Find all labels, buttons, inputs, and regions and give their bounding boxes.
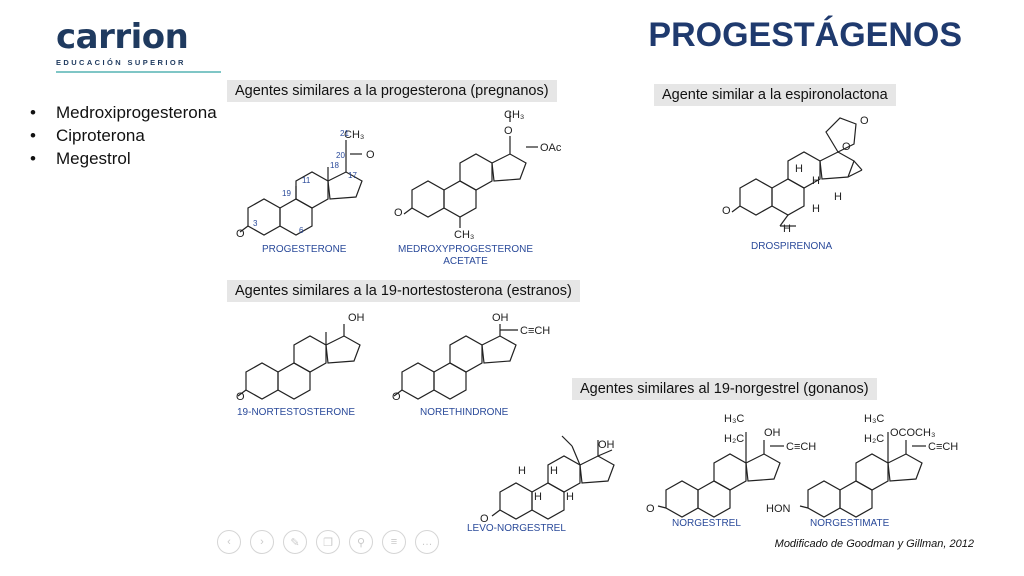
norgestrel-structure: [657, 432, 784, 518]
label-medroxy-line2: ACETATE: [443, 256, 488, 267]
atom-label: H₃C: [864, 413, 884, 425]
slide-title: PROGESTÁGENOS: [648, 16, 962, 54]
label-nortestosterone: 19-NORTESTOSTERONE: [237, 407, 355, 418]
atom-label: O: [722, 205, 731, 217]
bullet-item: Megestrol: [30, 147, 217, 170]
label-drospirenona: DROSPIRENONA: [751, 241, 833, 252]
medroxyprogesterone-structure: [403, 112, 538, 228]
logo-wordmark: carrion: [56, 17, 189, 57]
atom-number: 20: [336, 151, 345, 160]
atom-label: OH: [598, 439, 615, 451]
atom-label: O: [366, 149, 375, 161]
prev-icon[interactable]: ‹: [217, 530, 241, 554]
norethindrone-structure: [393, 324, 518, 400]
carrion-logo: carrion EDUCACIÓN SUPERIOR: [56, 17, 189, 67]
atom-label: H: [566, 491, 574, 503]
atom-number: 11: [302, 176, 311, 185]
atom-label: O: [394, 207, 403, 219]
atom-label: CH₃: [344, 129, 364, 141]
logo-subtitle: EDUCACIÓN SUPERIOR: [56, 58, 186, 67]
atom-label: OAc: [540, 142, 562, 154]
atom-number: 3: [253, 219, 258, 228]
section-header-gonanos: Agentes similares al 19-norgestrel (gona…: [572, 378, 877, 400]
zoom-icon[interactable]: ⚲: [349, 530, 373, 554]
atom-label: H: [812, 175, 820, 187]
atom-label: H: [550, 465, 558, 477]
norgestimate-structure: [799, 432, 926, 518]
presentation-toolbar: ‹ › ✎ ❐ ⚲ ≡ …: [217, 530, 439, 554]
section-header-espironolactona: Agente similar a la espironolactona: [654, 84, 896, 106]
label-medroxyprogesterone: MEDROXYPROGESTERONE ACETATE: [398, 244, 533, 268]
bullet-item: Ciproterona: [30, 124, 217, 147]
atom-label: O: [392, 391, 401, 403]
copy-icon[interactable]: ❐: [316, 530, 340, 554]
next-icon[interactable]: ›: [250, 530, 274, 554]
levonorgestrel-structure: [491, 435, 615, 520]
atom-number: 6: [299, 226, 304, 235]
atom-label: C≡CH: [786, 441, 816, 453]
atom-label: O: [842, 141, 851, 153]
bullet-list: Medroxiprogesterona Ciproterona Megestro…: [30, 101, 217, 170]
label-progesterone: PROGESTERONE: [262, 244, 347, 255]
atom-label: H: [534, 491, 542, 503]
atom-label: O: [504, 125, 513, 137]
atom-label: H: [812, 203, 820, 215]
label-norgestimate: NORGESTIMATE: [810, 518, 890, 529]
label-medroxy-line1: MEDROXYPROGESTERONE: [398, 244, 534, 255]
atom-number: 18: [330, 161, 339, 170]
nortestosterone-structure: [237, 324, 361, 400]
atom-label: O: [646, 503, 655, 515]
atom-label: OH: [348, 312, 365, 324]
more-icon[interactable]: …: [415, 530, 439, 554]
atom-label: H₂C: [864, 433, 884, 445]
atom-label: OH: [764, 427, 781, 439]
atom-label: O: [236, 391, 245, 403]
pen-icon[interactable]: ✎: [283, 530, 307, 554]
atom-label: OCOCH₃: [890, 427, 935, 439]
atom-label: H: [518, 465, 526, 477]
atom-label: C≡CH: [520, 325, 550, 337]
bullet-item: Medroxiprogesterona: [30, 101, 217, 124]
label-levonorgestrel: LEVO-NORGESTREL: [467, 523, 566, 534]
section-header-estranos: Agentes similares a la 19-nortestosteron…: [227, 280, 580, 302]
drospirenone-structure: [731, 117, 863, 227]
atom-label: H: [783, 223, 791, 235]
atom-number: 17: [348, 171, 357, 180]
atom-label: H₂C: [724, 433, 744, 445]
atom-label: CH₃: [454, 229, 474, 241]
label-norgestrel: NORGESTREL: [672, 518, 741, 529]
atom-label: H: [795, 163, 803, 175]
atom-label: HON: [766, 503, 791, 515]
atom-label: O: [236, 228, 245, 240]
atom-label: O: [480, 513, 489, 525]
atom-number: 19: [282, 189, 291, 198]
label-norethindrone: NORETHINDRONE: [420, 407, 509, 418]
logo-underline: [56, 71, 221, 73]
menu-icon[interactable]: ≡: [382, 530, 406, 554]
atom-number: 21: [340, 129, 349, 138]
atom-label: C≡CH: [928, 441, 958, 453]
atom-label: OH: [492, 312, 509, 324]
section-header-pregnanos: Agentes similares a la progesterona (pre…: [227, 80, 557, 102]
atom-label: O: [860, 115, 869, 127]
source-credit: Modificado de Goodman y Gillman, 2012: [774, 538, 974, 550]
atom-label: CH₃: [504, 109, 524, 121]
atom-label: H: [834, 191, 842, 203]
progesterone-structure: [239, 140, 363, 236]
atom-label: H₃C: [724, 413, 744, 425]
